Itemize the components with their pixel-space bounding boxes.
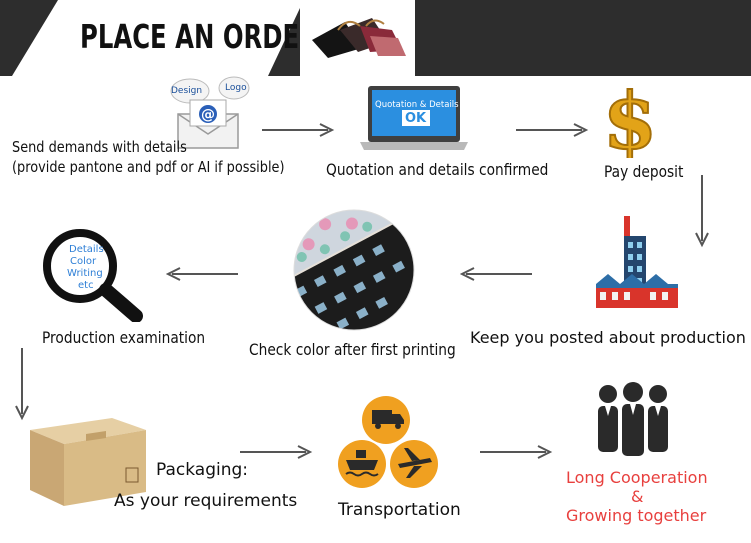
posted-label: Keep you posted about production <box>470 328 746 347</box>
flow-arrow-right-1 <box>262 122 336 138</box>
printed-sheet-photo <box>292 208 416 337</box>
cooperation-line1: Long Cooperation <box>566 468 708 487</box>
dollar-sign-icon: $ <box>600 75 660 168</box>
flow-arrow-right-2 <box>516 122 590 138</box>
header-title-panel: PLACE AN ORDER <box>0 0 318 76</box>
header-left-shape <box>0 0 300 76</box>
examination-label: Production examination <box>42 328 206 347</box>
cooperation-line3: Growing together <box>566 506 707 525</box>
transport-icons <box>334 394 446 499</box>
ship-icon <box>345 450 379 477</box>
cooperation-line2: & <box>631 487 644 506</box>
cardboard-box-icon <box>26 408 150 513</box>
laptop-screen-text: Quotation & Details <box>375 100 459 110</box>
packaging-label-line1: Packaging: <box>156 460 249 480</box>
check-color-label: Check color after first printing <box>249 340 456 359</box>
quotation-label: Quotation and details confirmed <box>326 160 549 179</box>
laptop-ok-text: OK <box>405 111 427 126</box>
packaging-label-line2: As your requirements <box>114 491 298 511</box>
flow-arrow-right-3 <box>240 444 314 460</box>
page-title: PLACE AN ORDER <box>80 17 318 56</box>
lens-text-2: Color <box>70 256 97 267</box>
header-banner-shape <box>300 0 751 76</box>
deposit-label: Pay deposit <box>604 162 684 181</box>
email-icon: @ Design Logo <box>168 74 258 150</box>
plane-icon <box>398 448 432 478</box>
lens-text-3: Writing <box>67 268 103 279</box>
truck-icon <box>372 410 404 429</box>
demands-label-line2: (provide pantone and pdf or AI if possib… <box>12 158 285 176</box>
laptop-icon: Quotation & Details OK <box>360 82 470 152</box>
lens-text-4: etc <box>78 280 94 291</box>
demands-label-line1: Send demands with details <box>12 138 187 156</box>
flow-arrow-down-1 <box>693 175 711 249</box>
logo-bubble-label: Logo <box>225 83 247 93</box>
design-bubble-label: Design <box>171 86 203 96</box>
flow-arrow-right-4 <box>480 444 554 460</box>
factory-icon <box>594 214 678 323</box>
flow-arrow-down-2 <box>13 348 31 422</box>
lens-text-1: Details <box>69 244 104 255</box>
svg-text:$: $ <box>603 78 657 158</box>
gift-bag-photo <box>312 18 406 58</box>
svg-text:@: @ <box>201 107 215 123</box>
transport-label: Transportation <box>338 500 461 520</box>
flow-arrow-left-2 <box>166 266 240 282</box>
flow-arrow-left-1 <box>460 266 534 282</box>
header-banner <box>300 0 751 76</box>
magnifier-icon: Details Color Writing etc <box>40 226 146 327</box>
team-icon <box>590 382 676 471</box>
